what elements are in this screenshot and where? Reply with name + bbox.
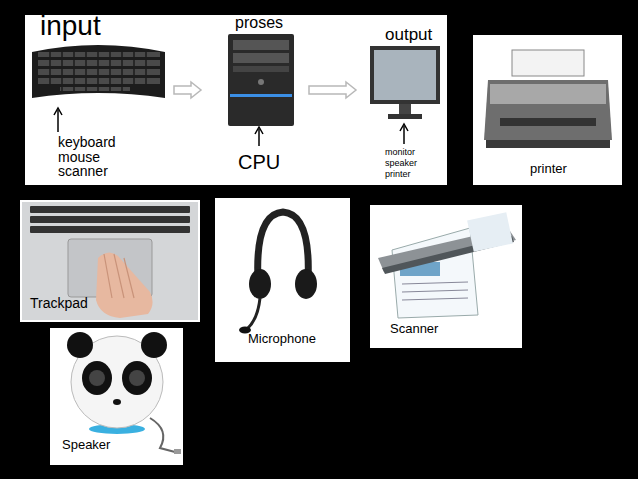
monitor-picture	[370, 46, 440, 119]
node-heading: Microphone	[248, 332, 316, 346]
panel	[25, 15, 447, 185]
panel	[473, 35, 622, 185]
node-heading: output	[385, 26, 432, 45]
panel	[370, 205, 522, 348]
device-panel: Trackpad	[20, 200, 200, 322]
node-heading: input	[40, 12, 101, 40]
headset-picture	[239, 212, 317, 334]
node-heading: Trackpad	[30, 296, 88, 311]
speaker-picture	[67, 332, 181, 454]
panel	[20, 200, 200, 322]
device-panel: input keyboard mouse scanner	[25, 15, 170, 185]
device-panel: Microphone	[215, 198, 350, 362]
device-panel: output monitor speaker printer	[360, 15, 447, 185]
node-heading: printer	[530, 162, 567, 176]
node-heading: proses	[235, 14, 283, 32]
device-panel: Speaker	[50, 328, 183, 465]
device-panel: printer	[473, 35, 622, 185]
flow-arrow	[309, 82, 356, 98]
panel	[215, 198, 350, 362]
node-heading: Speaker	[62, 438, 110, 452]
device-panel: Scanner	[370, 205, 522, 348]
device-panel: prosesCPU	[205, 15, 305, 185]
cpu-tower-picture	[228, 34, 294, 126]
keyboard-picture	[32, 45, 165, 98]
trackpad-picture	[22, 202, 198, 320]
scanner-picture	[378, 212, 516, 318]
panel	[50, 328, 183, 465]
node-text: monitor speaker printer	[385, 147, 417, 179]
node-text: keyboard mouse scanner	[58, 135, 116, 179]
node-heading: Scanner	[390, 322, 438, 336]
flow-arrow	[174, 82, 201, 98]
printer-picture	[484, 50, 612, 148]
node-text: CPU	[238, 151, 280, 173]
